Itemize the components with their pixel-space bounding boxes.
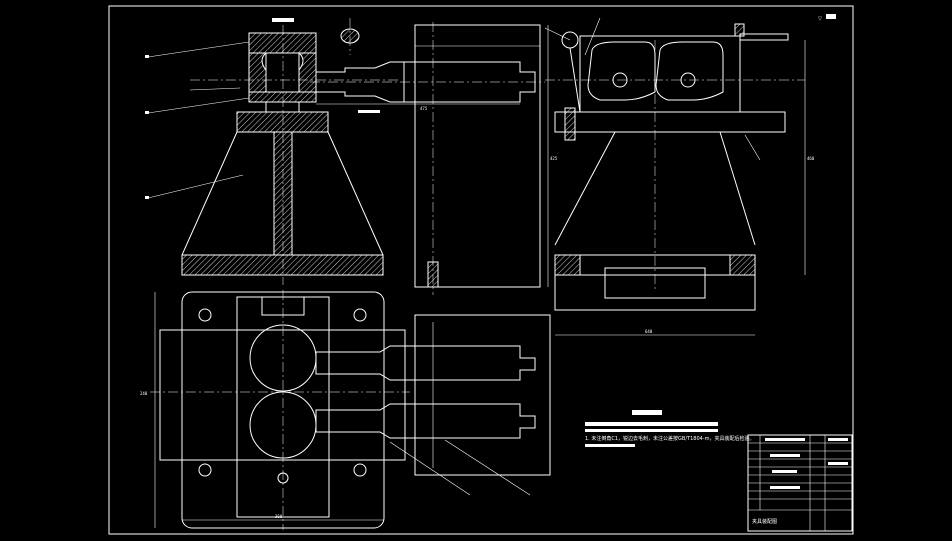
plan-shaft-lower [315,403,536,439]
plan-crossbar [159,329,406,461]
front-section-view [145,18,400,285]
title-cell-c [772,470,797,473]
leader-line-3 [147,174,244,199]
plan-leader-2 [389,441,471,496]
plan-view: 360 240 [140,290,551,530]
drawing-border [108,5,854,535]
lever-arm [569,47,581,113]
jaw-right [655,41,724,101]
balloon-2 [145,111,149,114]
note-line-1 [585,422,718,426]
title-cell-f [828,462,848,465]
plan-width-dim: 360 [275,514,283,519]
right-width-dim: 640 [645,329,653,334]
balloon-3 [145,196,149,199]
dim-line-left [189,87,241,91]
right-base-hatch-left [554,254,581,276]
note-line-2 [585,429,718,432]
title-block: 夹具装配图 [747,434,853,532]
roughness-mark: ▽ [818,16,822,22]
conical-support [181,131,384,256]
clamp-handle [739,33,789,41]
clamp-cavity [265,52,300,93]
roughness-label-block [826,14,836,19]
tech-note-text: 1. 未注倒角C1，锐边去毛刺，未注公差按GB/T1804-m，夹具装配后检验。 [585,435,754,442]
clamp-nut [734,23,745,37]
right-leader-1 [544,27,571,41]
title-cell-d [770,486,800,489]
shaft-pin-view: 475 [310,61,545,113]
balloon-1 [145,55,149,58]
plan-hole-bl [198,463,212,477]
base-section [181,254,384,276]
title-block-label: 夹具装配图 [752,518,777,525]
right-base-hatch-right [729,254,756,276]
leader-line-2 [147,97,250,114]
clamp-right-wall [297,52,317,93]
plan-hole-tl [198,308,212,322]
plan-hole-br [353,463,367,477]
right-front-view: 640 460 [544,17,815,336]
right-bolt-left [564,107,576,141]
leader-line-1 [147,41,250,58]
right-leader-2 [584,17,601,56]
side-height-dim: 425 [550,156,558,161]
plan-shaft-upper [315,345,536,381]
note-line-3 [585,444,635,447]
title-cell-b [770,454,800,457]
technical-notes: 1. 未注倒角C1，锐边去毛刺，未注公差按GB/T1804-m，夹具装配后检验。 [585,410,754,447]
shaft-outline [315,61,536,103]
clamp-plate [248,91,317,103]
shaft-length-dim: 475 [420,106,428,111]
right-clamp-frame [579,35,741,113]
clamp-neck [265,101,300,113]
right-mid-plate [554,111,786,133]
plan-side-block [414,314,551,476]
mid-plate [236,111,329,133]
title-cell-e [828,438,848,441]
note-title-bar [632,410,662,415]
side-plate-outline [414,24,541,288]
plan-hole-tr [353,308,367,322]
plan-height-dim: 240 [140,391,148,396]
right-leader-3 [744,134,761,161]
front-view-label [272,18,294,22]
shaft-label [358,110,380,113]
side-plate-screw [427,261,439,288]
middle-side-view: 425 [414,22,558,295]
title-cell-a [765,438,805,441]
right-cone [554,131,756,246]
plan-leader-1 [444,439,531,496]
upper-clamp-body [248,32,317,54]
right-base-slot [604,267,706,299]
clamp-left-wall [248,52,268,93]
jaw-left [587,41,656,101]
right-base-lower [554,274,756,311]
right-height-dim: 460 [807,156,815,161]
